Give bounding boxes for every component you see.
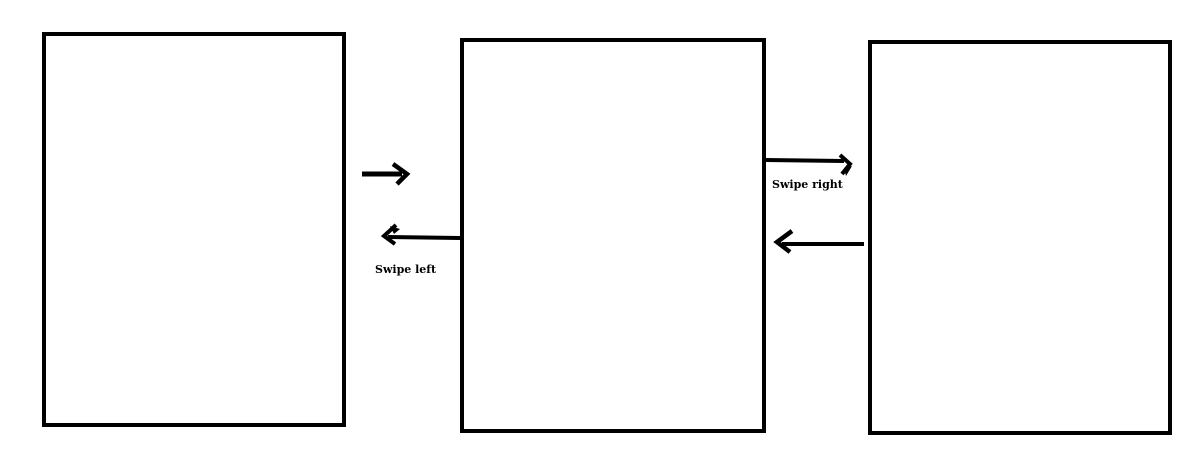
screen-left: [42, 32, 346, 427]
arrow-right-icon: [765, 153, 853, 176]
arrow-left-icon: [380, 223, 461, 246]
swipe-right-label: Swipe right: [772, 178, 843, 191]
arrow-left-icon: [773, 229, 864, 254]
screen-right: [868, 40, 1172, 435]
arrow-right-icon: [362, 162, 411, 186]
swipe-left-label: Swipe left: [375, 263, 437, 276]
screen-center: [460, 38, 766, 433]
